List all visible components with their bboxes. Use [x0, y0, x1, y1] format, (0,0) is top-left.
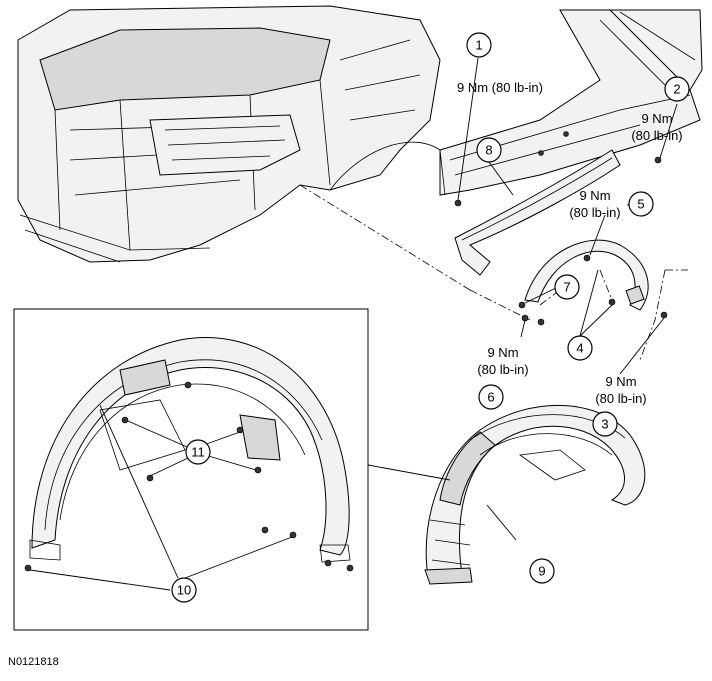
torque-nm-3: 9 Nm: [605, 374, 636, 389]
callout-number-2: 2: [673, 82, 680, 97]
callout-number-6: 6: [487, 390, 494, 405]
vehicle-front-structure: [17, 5, 703, 263]
callout-5: 5 9 Nm (80 lb-in): [569, 188, 654, 220]
torque-nm-5: 9 Nm: [579, 188, 610, 203]
fender-liner-part-9: [424, 405, 646, 585]
callout-4: 4: [567, 335, 593, 361]
torque-nm-6: 9 Nm: [487, 345, 518, 360]
callout-number-7: 7: [563, 280, 570, 295]
callout-number-10: 10: [177, 583, 191, 598]
torque-lbin-2: (80 lb-in): [631, 128, 682, 143]
callout-9: 9: [529, 558, 555, 584]
callout-number-3: 3: [601, 417, 608, 432]
callout-3: 9 Nm (80 lb-in) 3: [592, 374, 647, 437]
wheel-opening-molding-part-5: [524, 239, 649, 311]
callout-6: 9 Nm (80 lb-in) 6: [477, 345, 529, 410]
figure-id: N0121818: [8, 656, 59, 668]
callout-number-8: 8: [485, 143, 492, 158]
callout-11: 11: [185, 439, 211, 465]
torque-label-1: 9 Nm (80 lb-in): [457, 80, 543, 95]
torque-lbin-3: (80 lb-in): [595, 391, 646, 406]
callout-2: 2 9 Nm (80 lb-in): [631, 76, 690, 143]
detail-inset: [13, 308, 369, 631]
callout-8: 8: [476, 137, 502, 163]
torque-nm-2: 9 Nm: [641, 111, 672, 126]
splash-shield-part-8: [454, 149, 621, 276]
torque-lbin-5: (80 lb-in): [569, 205, 620, 220]
callout-7: 7: [554, 274, 580, 300]
fasteners: [454, 131, 668, 326]
torque-lbin-6: (80 lb-in): [477, 362, 528, 377]
callout-number-4: 4: [576, 341, 583, 356]
leader-lines: [29, 57, 678, 591]
callout-number-11: 11: [191, 445, 205, 460]
callout-number-5: 5: [637, 197, 644, 212]
callout-number-1: 1: [475, 38, 482, 53]
callout-10: 10: [171, 577, 197, 603]
callout-1: 1 9 Nm (80 lb-in): [457, 32, 543, 95]
callout-number-9: 9: [538, 564, 545, 579]
